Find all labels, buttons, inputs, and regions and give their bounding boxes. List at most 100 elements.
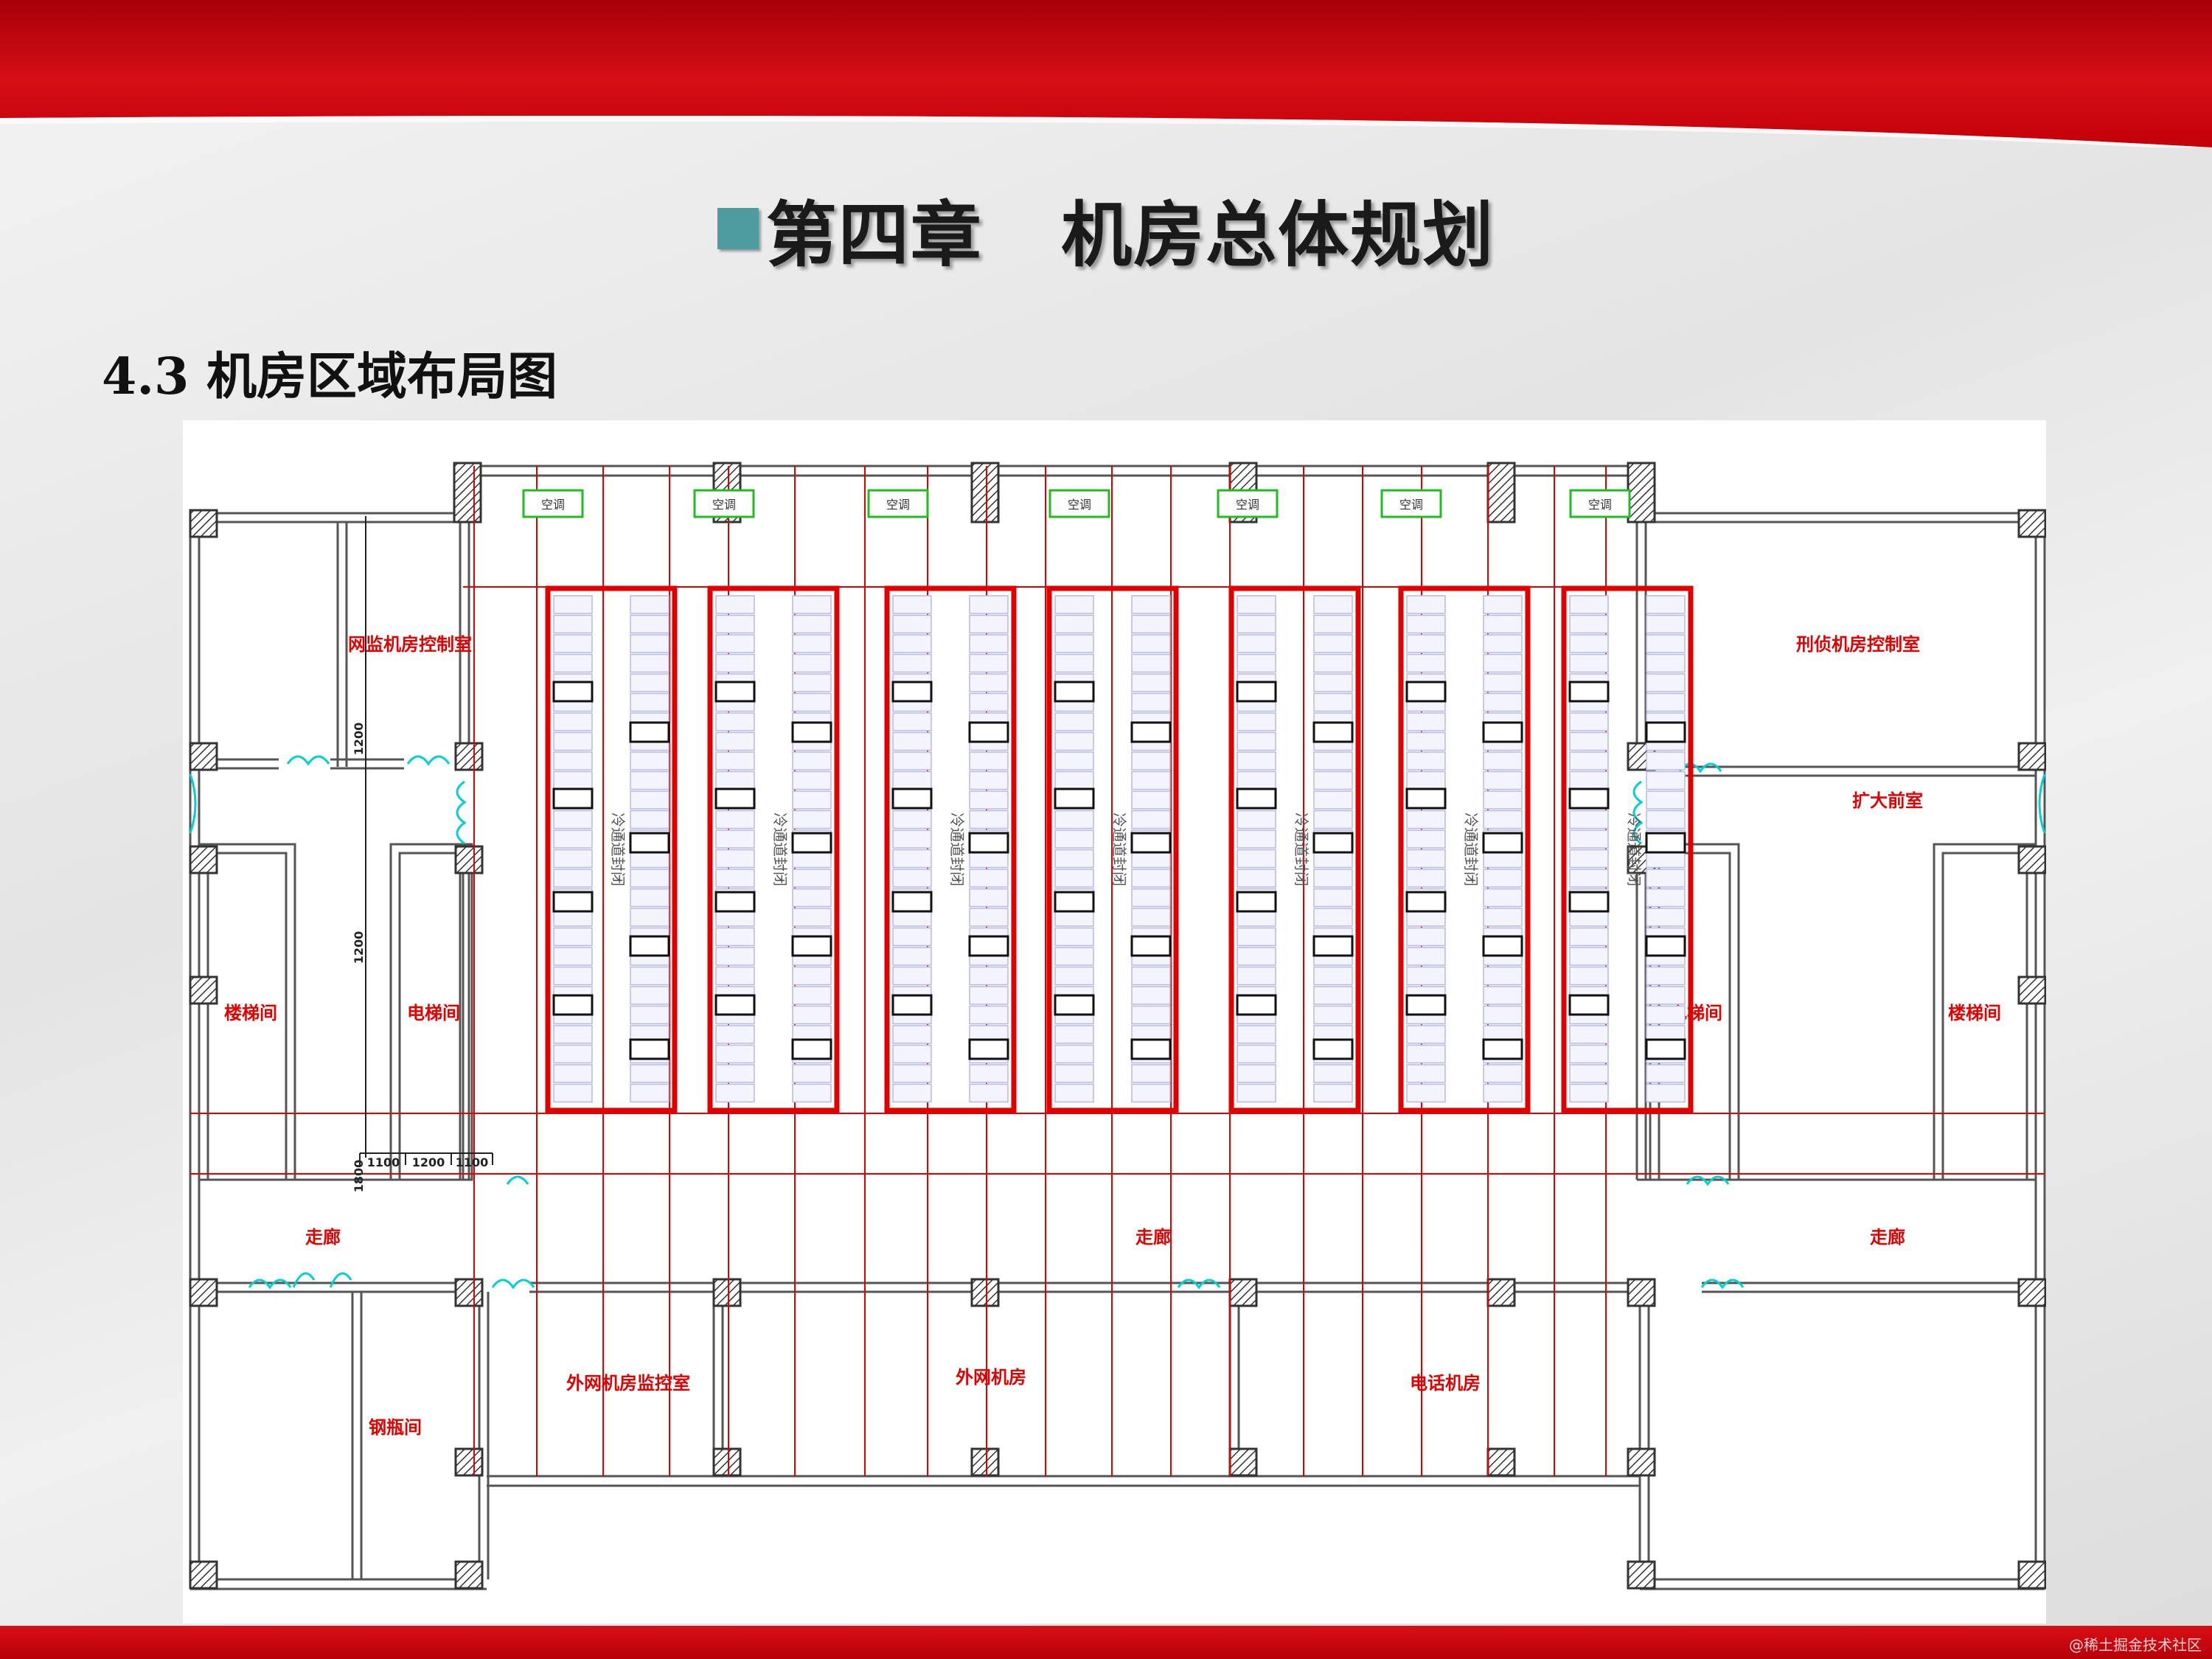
rack-cabinet bbox=[969, 1064, 1009, 1083]
rack-cabinet bbox=[1131, 888, 1171, 908]
precision-ac-unit bbox=[1312, 1038, 1354, 1060]
rack-cabinet bbox=[1406, 614, 1446, 634]
rack-cabinet bbox=[1131, 790, 1171, 810]
rack-cabinet bbox=[553, 947, 593, 966]
rack-cabinet bbox=[969, 986, 1009, 1005]
rack-cabinet bbox=[630, 614, 669, 634]
rack-cabinet bbox=[1313, 1064, 1353, 1083]
precision-ac-unit bbox=[1482, 935, 1523, 957]
precision-ac-unit bbox=[1054, 891, 1095, 913]
rack-cabinet bbox=[792, 1064, 832, 1083]
rack-cabinet bbox=[630, 908, 669, 927]
rack-cabinet bbox=[1646, 653, 1686, 673]
slide-title: 第四章 机房总体规划 bbox=[0, 177, 2212, 280]
rack-cabinet bbox=[892, 712, 932, 731]
precision-ac-unit bbox=[891, 787, 933, 810]
rack-cabinet bbox=[969, 653, 1009, 673]
air-conditioner: 空调 bbox=[522, 489, 584, 518]
label-extranet-monitor: 外网机房监控室 bbox=[566, 1373, 690, 1394]
rack-cabinet bbox=[630, 751, 669, 771]
label-monitor-control: 网监机房控制室 bbox=[348, 634, 472, 655]
rack-cabinet bbox=[969, 888, 1009, 908]
ac-box bbox=[522, 489, 584, 518]
ac-box bbox=[1380, 489, 1442, 518]
rack-cabinet bbox=[553, 1044, 593, 1064]
rack-cabinet bbox=[1131, 673, 1171, 692]
rack-cabinet bbox=[1131, 771, 1171, 790]
rack-cabinet bbox=[1569, 731, 1609, 751]
rack-cabinet bbox=[1237, 595, 1276, 614]
precision-ac-unit bbox=[968, 1038, 1009, 1060]
rack-cabinet bbox=[1237, 614, 1276, 634]
rack-cabinet bbox=[1569, 849, 1609, 869]
rack-cabinet bbox=[1483, 692, 1523, 712]
rack-cabinet bbox=[1483, 751, 1523, 771]
rack-cabinet bbox=[1131, 634, 1171, 653]
rack-cabinet bbox=[1054, 830, 1094, 849]
watermark: @稀土掘金技术社区 bbox=[2069, 1636, 2202, 1654]
rack-cabinet bbox=[1569, 712, 1609, 731]
precision-ac-unit bbox=[1405, 681, 1447, 703]
rack-cabinet bbox=[715, 731, 755, 751]
rack-cabinet bbox=[969, 790, 1009, 810]
rack-cabinet bbox=[792, 595, 832, 614]
title-text: 第四章 机房总体规划 bbox=[765, 193, 1495, 276]
rack-cabinet bbox=[1406, 1064, 1446, 1083]
rack-cabinet bbox=[1237, 810, 1276, 830]
rack-cabinet bbox=[1131, 1083, 1171, 1103]
rack-cabinet bbox=[892, 1025, 932, 1044]
rack-cabinet bbox=[1483, 771, 1523, 790]
ac-label: 空调 bbox=[1588, 498, 1612, 512]
rack-cabinet bbox=[553, 966, 593, 986]
rack-cabinet bbox=[553, 869, 593, 888]
rack-cabinet bbox=[1054, 1044, 1094, 1064]
rack-cabinet bbox=[1313, 653, 1353, 673]
rack-cabinet bbox=[1131, 810, 1171, 830]
rack-cabinet bbox=[1313, 869, 1353, 888]
rack-cabinet bbox=[792, 869, 832, 888]
rack-cabinet bbox=[1313, 614, 1353, 634]
section-subtitle: 4.3 机房区域布局图 bbox=[102, 347, 557, 406]
rack-cabinet bbox=[1646, 1064, 1686, 1083]
rack-cabinet bbox=[1406, 751, 1446, 771]
label-stairs-right: 楼梯间 bbox=[1948, 1003, 2001, 1023]
room-labels: 网监机房控制室 刑侦机房控制室 楼梯间 电梯间 电梯间 楼梯间 扩大前室 走廊 … bbox=[224, 634, 2001, 1438]
precision-ac-unit bbox=[1236, 891, 1277, 913]
precision-ac-unit bbox=[1130, 935, 1172, 957]
rack-cabinet bbox=[553, 634, 593, 653]
rack-cabinet bbox=[1237, 751, 1276, 771]
rack-cabinet bbox=[792, 673, 832, 692]
rack-cabinet bbox=[553, 830, 593, 849]
rack-cabinet bbox=[1646, 634, 1686, 653]
precision-ac-unit bbox=[1130, 1038, 1172, 1060]
rack-cabinet bbox=[1054, 927, 1094, 947]
rack-cabinet bbox=[1054, 849, 1094, 869]
rack-cabinet bbox=[715, 810, 755, 830]
rack-cabinet bbox=[1569, 1044, 1609, 1064]
precision-ac-unit bbox=[891, 891, 933, 913]
precision-ac-unit bbox=[791, 1038, 832, 1060]
rack-cabinet bbox=[630, 771, 669, 790]
label-expansion: 扩大前室 bbox=[1852, 790, 1923, 811]
rack-cabinet bbox=[1569, 751, 1609, 771]
rack-cabinet bbox=[1483, 653, 1523, 673]
rack-cabinet bbox=[1054, 1083, 1094, 1103]
rack-cabinet bbox=[1131, 692, 1171, 712]
dim-h-1: 1100 bbox=[367, 1155, 400, 1169]
rack-cabinet bbox=[1646, 810, 1686, 830]
rack-cabinet bbox=[1406, 849, 1446, 869]
rack-cabinet bbox=[715, 1025, 755, 1044]
rack-cabinet bbox=[969, 869, 1009, 888]
rack-cabinet bbox=[1406, 712, 1446, 731]
air-conditioner: 空调 bbox=[867, 489, 929, 518]
rack-cabinet bbox=[1406, 869, 1446, 888]
rack-cabinet bbox=[1237, 1064, 1276, 1083]
cold-aisle-frame bbox=[1398, 585, 1531, 1113]
rack-cabinet bbox=[1569, 869, 1609, 888]
precision-ac-unit bbox=[1236, 681, 1277, 703]
rack-cabinet bbox=[715, 849, 755, 869]
cold-aisle-frame bbox=[884, 585, 1017, 1113]
rack-cabinet bbox=[1054, 1064, 1094, 1083]
rack-cabinet bbox=[1406, 966, 1446, 986]
ac-box bbox=[1048, 489, 1110, 518]
